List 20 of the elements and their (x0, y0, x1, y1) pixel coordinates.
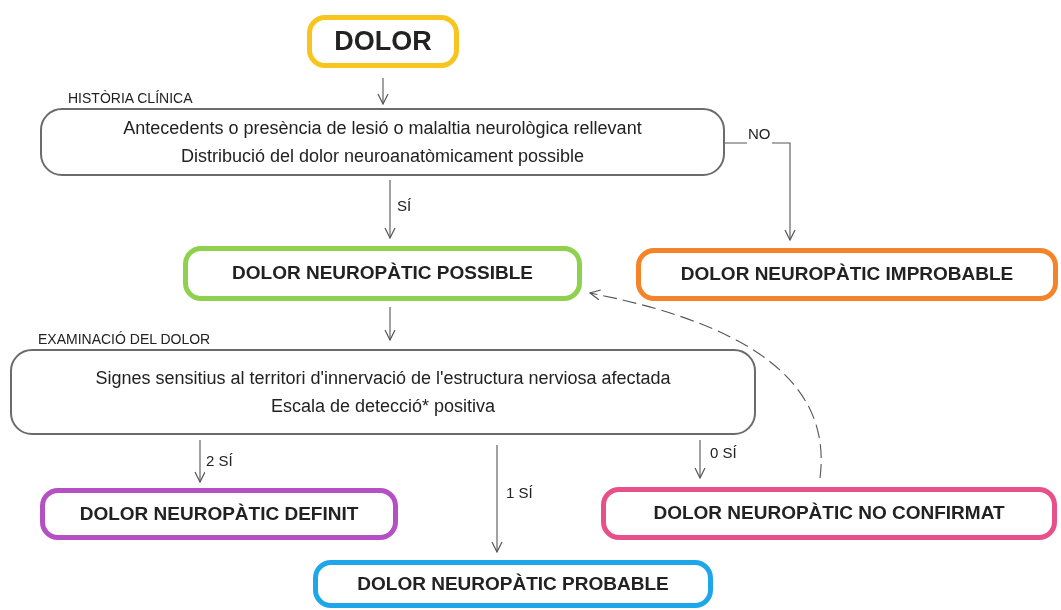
outcome-box: DOLOR NEUROPÀTIC NO CONFIRMAT (601, 487, 1057, 540)
criterion-text: Antecedents o presència de lesió o malaltia neurològica rellevant (123, 117, 642, 140)
arrow (377, 77, 389, 105)
outcome-box: DOLOR NEUROPÀTIC PROBABLE (313, 560, 713, 608)
criterion-text: Distribució del dolor neuroanatòmicament possible (180, 145, 585, 168)
arrow (491, 444, 503, 553)
outcome-box: DOLOR (307, 15, 459, 68)
arrow (694, 439, 706, 479)
outcome-box: DOLOR NEUROPÀTIC POSSIBLE (183, 246, 582, 301)
criterion-text: Escala de detecció* positiva (270, 395, 496, 418)
outcome-box: DOLOR NEUROPÀTIC IMPROBABLE (636, 248, 1058, 301)
section-heading: EXAMINACIÓ DEL DOLOR (38, 331, 211, 347)
arrow (384, 306, 396, 341)
outcome-box: DOLOR NEUROPÀTIC DEFINIT (40, 488, 398, 540)
arrow (384, 179, 396, 239)
criterion-text: Signes sensitius al territori d'innervació de l'estructura nerviosa afectada (95, 367, 671, 390)
dashed-arrow (589, 289, 822, 479)
edge-label: 2 SÍ (205, 450, 234, 473)
section-heading: HISTÒRIA CLÍNICA (68, 90, 193, 106)
arrow (194, 439, 206, 483)
